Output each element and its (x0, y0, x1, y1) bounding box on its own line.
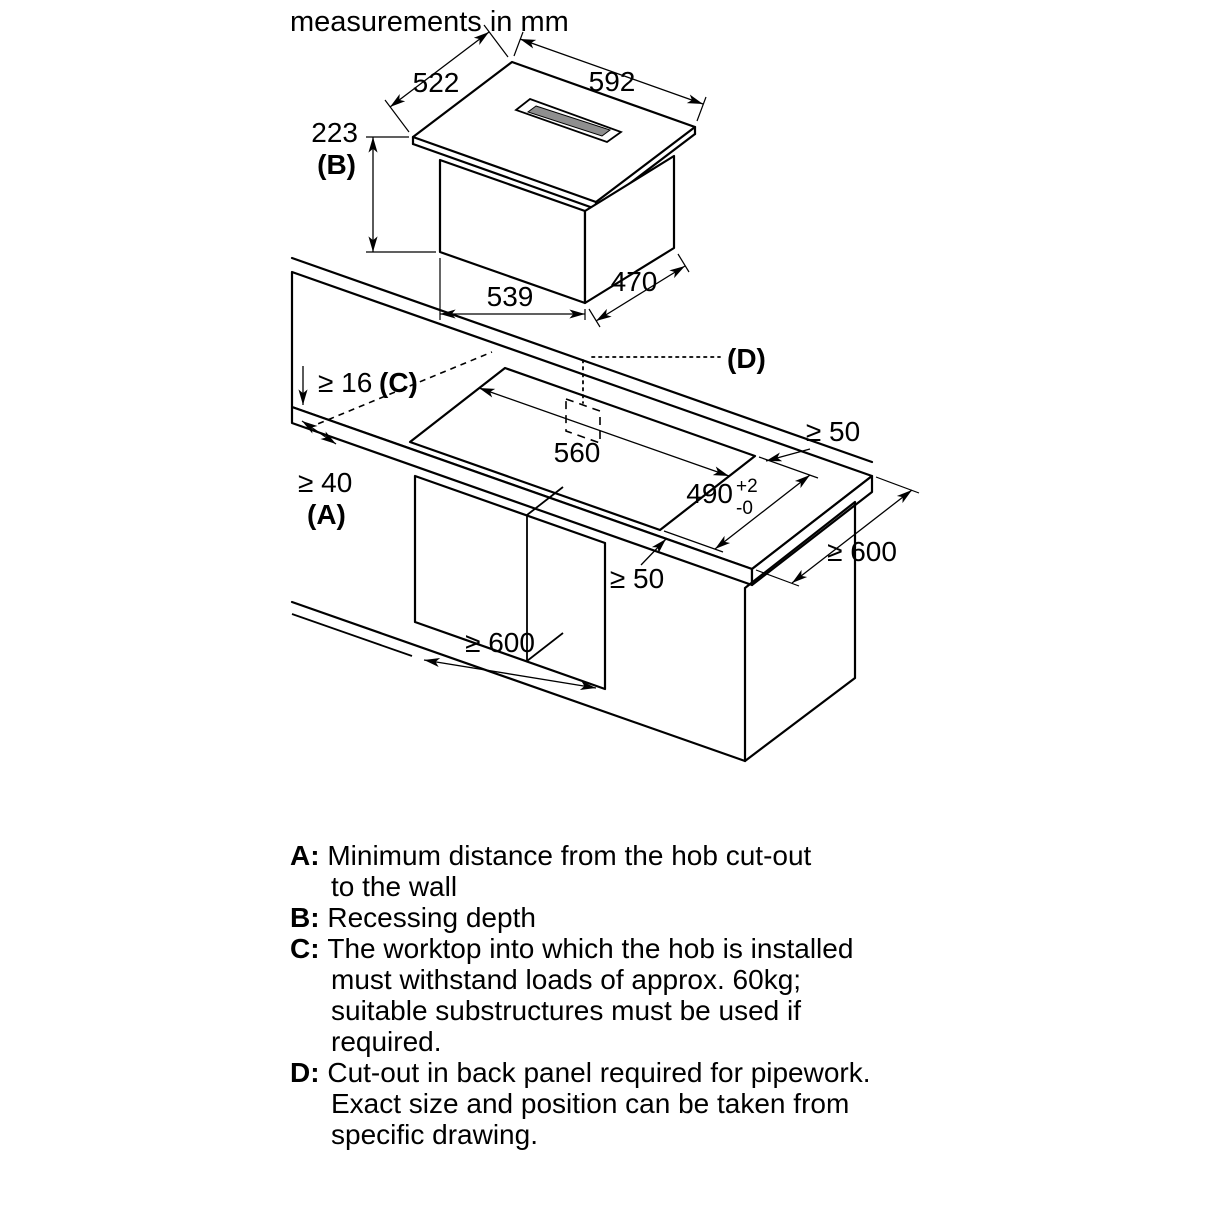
dimension-592: 592 (513, 31, 707, 122)
legend-text: Cut-out in back panel required for pipew… (327, 1057, 871, 1088)
legend-separator: : (310, 840, 328, 871)
ref-D-label: (D) (727, 343, 766, 374)
dim-522-label: 522 (413, 67, 460, 98)
legend: A: Minimum distance from the hob cut-out… (290, 840, 871, 1150)
dimension-223: 223 (B) (311, 117, 436, 253)
legend-text: to the wall (331, 871, 458, 902)
legend-text: required. (331, 1026, 442, 1057)
dim-490-label: 490 (686, 478, 733, 509)
dim-560-label: 560 (554, 437, 601, 468)
dimension-560: 560 (472, 371, 751, 482)
legend-text: Recessing depth (327, 902, 536, 933)
legend-item-b: B: Recessing depth (290, 902, 871, 933)
dim-470-label: 470 (611, 266, 658, 297)
dim-539-label: 539 (487, 281, 534, 312)
dimension-522: 522 (384, 24, 509, 133)
ref-B-label: (B) (317, 149, 356, 180)
dimension-539: 539 (439, 258, 586, 320)
legend-text: must withstand loads of approx. 60kg; (331, 964, 802, 995)
legend-text: specific drawing. (331, 1119, 538, 1150)
legend-separator: : (310, 933, 328, 964)
legend-item-a: A: Minimum distance from the hob cut-out… (290, 840, 871, 902)
wall-line (290, 256, 874, 464)
legend-term-a: A (290, 840, 311, 871)
hob-drawing: 522 592 223 (B) 539 470 (311, 24, 707, 328)
legend-text: Minimum distance from the hob cut-out (327, 840, 812, 871)
legend-term-c: C (290, 933, 311, 964)
dim-worktop-depth-label: ≥ 600 (827, 536, 897, 567)
pipework-cutout-rect (565, 397, 601, 445)
dimension-490: 490 +2 -0 (663, 456, 819, 553)
legend-term-d: D (290, 1057, 311, 1088)
legend-separator: : (310, 1057, 328, 1088)
dim-wall-distance-label: ≥ 40 (298, 467, 352, 498)
installation-diagram: 522 592 223 (B) 539 470 (290, 24, 920, 763)
worktop-cabinet-drawing: ≥ 40 (A) ≥ 16 (C) 560 490 +2 -0 ≥ 50 (290, 256, 920, 763)
vent-slot (526, 105, 612, 137)
dim-592-label: 592 (589, 66, 636, 97)
dim-490-tol-plus: +2 (736, 476, 758, 497)
dim-223-label: 223 (311, 117, 358, 148)
dimension-cabinet-width: ≥ 600 (423, 627, 597, 690)
legend-separator: : (310, 902, 328, 933)
dim-thickness-label: ≥ 16 (318, 367, 372, 398)
legend-item-d: D: Cut-out in back panel required for pi… (290, 1057, 871, 1150)
legend-term-b: B (290, 902, 311, 933)
legend-text: The worktop into which the hob is instal… (327, 933, 854, 964)
dim-490-tol-minus: -0 (736, 498, 753, 519)
dim-back-clearance-label: ≥ 50 (806, 416, 860, 447)
legend-item-c: C: The worktop into which the hob is ins… (290, 933, 871, 1057)
dimension-front-clearance: ≥ 50 (610, 538, 667, 594)
legend-text: Exact size and position can be taken fro… (331, 1088, 850, 1119)
ref-C-label: (C) (379, 367, 418, 398)
dimension-470: 470 (588, 253, 690, 328)
ref-A-label: (A) (307, 499, 346, 530)
dimension-back-clearance: ≥ 50 (765, 416, 860, 462)
dimension-thickness: ≥ 16 (C) (298, 366, 418, 405)
dim-front-clearance-label: ≥ 50 (610, 563, 664, 594)
dimension-worktop-depth: ≥ 600 (755, 476, 920, 587)
legend-text: suitable substructures must be used if (331, 995, 802, 1026)
pipework-cutout: (D) (565, 343, 766, 445)
vent-outline (514, 97, 623, 144)
dimension-wall-distance: ≥ 40 (A) (298, 351, 493, 530)
dim-cabinet-width-label: ≥ 600 (465, 627, 535, 658)
